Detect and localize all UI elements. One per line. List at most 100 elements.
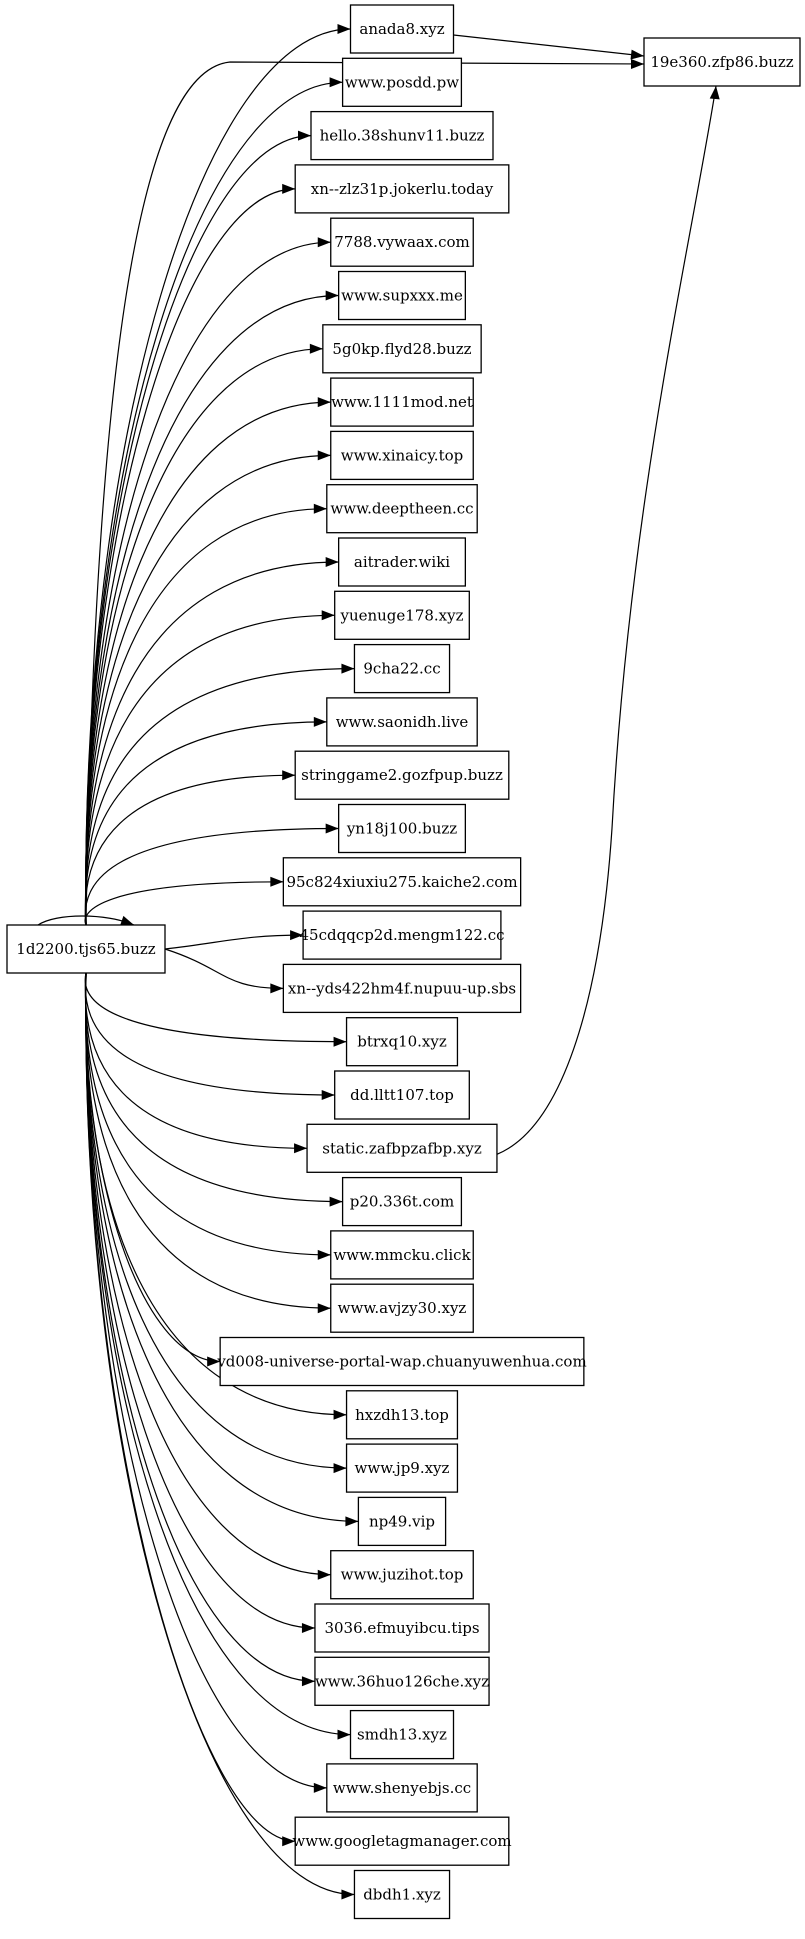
- node-target-11[interactable]: yuenuge178.xyz: [334, 590, 470, 640]
- edge-to-hub-1: [85, 61, 645, 926]
- node-target-20[interactable]: dd.lltt107.top: [334, 1070, 470, 1120]
- node-target-25[interactable]: vd008-universe-portal-wap.chuanyuwenhua.…: [216, 1336, 587, 1387]
- node-target-14[interactable]: stringgame2.gozfpup.buzz: [294, 750, 510, 800]
- node-target-2[interactable]: hello.38shunv11.buzz: [310, 110, 494, 161]
- edge-root-to-27: [85, 972, 347, 1469]
- node-target-23-box: [330, 1230, 474, 1280]
- node-target-13-box: [326, 697, 478, 747]
- node-target-13[interactable]: www.saonidh.live: [326, 697, 478, 747]
- node-target-6[interactable]: 5g0kp.flyd28.buzz: [322, 324, 482, 374]
- node-target-20-label: dd.lltt107.top: [350, 1086, 454, 1104]
- node-target-10[interactable]: aitrader.wiki: [337, 537, 466, 587]
- edge-root-to-25: [84, 972, 221, 1363]
- node-target-13-label: www.saonidh.live: [336, 713, 469, 731]
- node-target-9[interactable]: www.deeptheen.cc: [326, 484, 478, 534]
- node-target-4[interactable]: 7788.vywaax.com: [330, 217, 474, 267]
- edge-root-to-10-arrowhead: [325, 557, 339, 567]
- node-target-28-box: [357, 1496, 447, 1547]
- node-target-3[interactable]: xn--zlz31p.jokerlu.today: [294, 164, 510, 214]
- node-target-24-label: www.avjzy30.xyz: [338, 1299, 467, 1317]
- edge-root-to-27-line: [85, 972, 347, 1469]
- node-target-23-label: www.mmcku.click: [333, 1246, 471, 1264]
- node-target-25-box: [219, 1336, 585, 1387]
- edge-root-to-23: [84, 972, 331, 1256]
- node-target-24-box: [330, 1283, 474, 1333]
- node-target-33[interactable]: www.shenyebjs.cc: [326, 1763, 478, 1813]
- node-target-30[interactable]: 3036.efmuyibcu.tips: [314, 1603, 490, 1653]
- node-target-7[interactable]: www.1111mod.net: [330, 377, 474, 427]
- node-target-5[interactable]: www.supxxx.me: [337, 270, 466, 321]
- edge-root-to-28-arrowhead: [345, 1516, 359, 1527]
- node-target-1-label: www.posdd.pw: [345, 73, 459, 91]
- node-target-31[interactable]: www.36huo126che.xyz: [314, 1656, 490, 1706]
- edge-root-to-16: [84, 881, 284, 926]
- edge-root-to-33-line: [85, 972, 327, 1789]
- edge-root-to-21: [84, 972, 308, 1149]
- node-target-0[interactable]: anada8.xyz: [349, 4, 455, 54]
- node-target-19-box: [345, 1017, 459, 1067]
- edge-root-to-9-arrowhead: [313, 503, 327, 514]
- node-target-15[interactable]: yn18j100.buzz: [337, 803, 466, 854]
- node-target-32[interactable]: smdh13.xyz: [349, 1709, 455, 1760]
- node-target-11-box: [334, 590, 470, 640]
- node-target-17-label: 45cdqqcp2d.mengm122.cc: [300, 926, 505, 944]
- node-target-12[interactable]: 9cha22.cc: [353, 643, 451, 694]
- edge-root-to-2: [85, 135, 312, 926]
- node-root[interactable]: 1d2200.tjs65.buzz: [6, 924, 166, 974]
- edge-root-to-35-arrowhead: [341, 1889, 355, 1900]
- node-target-29[interactable]: www.juzihot.top: [330, 1550, 474, 1600]
- node-target-2-label: hello.38shunv11.buzz: [320, 127, 485, 145]
- node-target-4-box: [330, 217, 474, 267]
- node-target-18-box: [282, 963, 522, 1014]
- node-target-21[interactable]: static.zafbpzafbp.xyz: [306, 1123, 498, 1173]
- node-target-16[interactable]: 95c824xiuxiu275.kaiche2.com: [282, 857, 522, 907]
- node-target-19[interactable]: btrxq10.xyz: [345, 1017, 459, 1067]
- node-target-6-label: 5g0kp.flyd28.buzz: [332, 340, 471, 358]
- edge-to-hub-1-line: [85, 61, 645, 926]
- edge-root-to-14-arrowhead: [282, 770, 296, 781]
- node-target-35[interactable]: dbdh1.xyz: [353, 1869, 451, 1920]
- node-target-10-label: aitrader.wiki: [354, 553, 450, 571]
- node-target-35-label: dbdh1.xyz: [363, 1886, 441, 1904]
- nodes-layer: 1d2200.tjs65.buzz 19e360.zfp86.buzz anada8…: [6, 4, 801, 1920]
- edge-root-to-12-arrowhead: [341, 663, 355, 674]
- edge-root-to-27-arrowhead: [333, 1463, 347, 1474]
- node-target-18[interactable]: xn--yds422hm4f.nupuu-up.sbs: [282, 963, 522, 1014]
- edge-root-to-8: [85, 454, 331, 926]
- edge-root-to-24-line: [84, 972, 331, 1309]
- edge-root-to-7-arrowhead: [317, 397, 331, 408]
- node-target-24[interactable]: www.avjzy30.xyz: [330, 1283, 474, 1333]
- edge-root-to-17-line: [164, 934, 304, 950]
- node-target-22[interactable]: p20.336t.com: [341, 1176, 463, 1227]
- node-target-17[interactable]: 45cdqqcp2d.mengm122.cc: [300, 910, 505, 960]
- node-target-16-label: 95c824xiuxiu275.kaiche2.com: [286, 873, 517, 891]
- node-target-19-label: btrxq10.xyz: [357, 1033, 447, 1051]
- node-target-23[interactable]: www.mmcku.click: [330, 1230, 474, 1280]
- edge-root-to-25-arrowhead: [207, 1356, 221, 1367]
- edge-root-to-34-line: [85, 972, 296, 1842]
- node-target-34[interactable]: www.googletagmanager.com: [292, 1816, 512, 1866]
- node-target-9-box: [326, 484, 478, 534]
- node-hub-label: 19e360.zfp86.buzz: [650, 53, 793, 71]
- node-target-22-label: p20.336t.com: [350, 1193, 455, 1211]
- node-target-1[interactable]: www.posdd.pw: [341, 57, 463, 107]
- node-target-21-box: [306, 1123, 498, 1173]
- edge-to-hub-0: [453, 34, 645, 57]
- node-target-21-label: static.zafbpzafbp.xyz: [322, 1139, 482, 1157]
- node-hub[interactable]: 19e360.zfp86.buzz: [643, 37, 801, 87]
- node-target-27[interactable]: www.jp9.xyz: [345, 1443, 459, 1493]
- node-target-8[interactable]: www.xinaicy.top: [330, 430, 474, 481]
- node-target-26[interactable]: hxzdh13.top: [345, 1390, 459, 1440]
- node-target-9-label: www.deeptheen.cc: [330, 500, 473, 518]
- node-target-30-box: [314, 1603, 490, 1653]
- edge-root-to-32-arrowhead: [337, 1729, 351, 1740]
- edge-root-to-21-arrowhead: [294, 1143, 308, 1154]
- edge-root-to-3: [85, 188, 296, 926]
- edge-root-to-24: [84, 972, 331, 1309]
- node-target-28[interactable]: np49.vip: [357, 1496, 447, 1547]
- edge-root-to-34-arrowhead: [282, 1836, 296, 1847]
- edge-to-hub-2-line: [496, 85, 717, 1155]
- edge-root-to-5-arrowhead: [325, 290, 339, 301]
- edge-root-to-21-line: [84, 972, 308, 1149]
- edge-to-hub-0-arrowhead: [630, 49, 644, 60]
